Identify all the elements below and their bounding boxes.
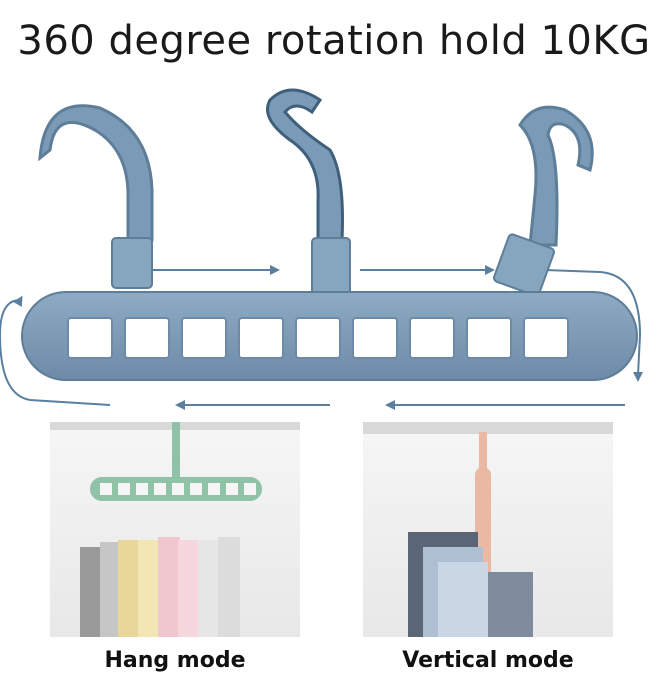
arrow-head-icon xyxy=(270,265,280,275)
headline: 360 degree rotation hold 10KG xyxy=(17,18,651,64)
hanger-body xyxy=(21,291,638,381)
hang-mode-photo xyxy=(50,422,300,637)
arrow-head-icon xyxy=(175,400,185,410)
rotation-arrows xyxy=(0,265,643,410)
arrow-head-icon xyxy=(633,372,643,382)
arrow-head-icon xyxy=(13,295,23,307)
hanger-rotation-illustration xyxy=(0,88,643,410)
hook-icon xyxy=(266,88,351,307)
vertical-mode-caption: Vertical mode xyxy=(402,648,574,673)
hook-icon xyxy=(38,104,154,289)
arrow-head-icon xyxy=(485,265,495,275)
vertical-mode-photo xyxy=(363,422,613,637)
hook-icon xyxy=(493,105,594,297)
arrow-head-icon xyxy=(385,400,395,410)
hang-mode-caption: Hang mode xyxy=(104,648,246,673)
